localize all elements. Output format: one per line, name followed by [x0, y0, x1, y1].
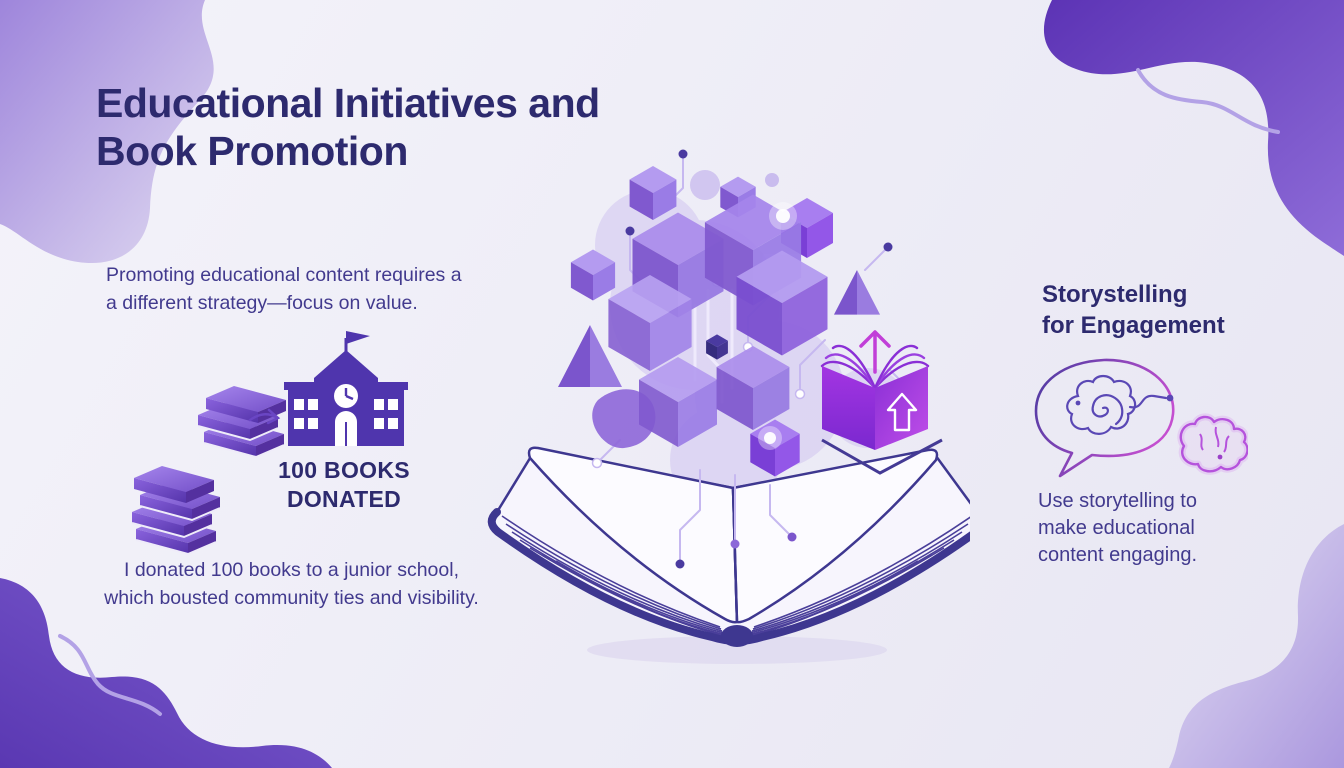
center-illustration — [487, 149, 970, 664]
blob-top-left — [0, 0, 214, 264]
dot-decor — [765, 173, 779, 187]
book-stack-icon — [131, 386, 286, 556]
story-cloud-icon — [1066, 374, 1137, 435]
donation-stat: 100 BOOKS DONATED — [234, 456, 454, 515]
page-title-line1: Educational Initiatives and — [96, 80, 600, 126]
pyramid-right — [833, 269, 881, 315]
intro-line2: a different strategy—focus on value. — [106, 292, 418, 315]
page-title-line2: Book Promotion — [96, 127, 408, 174]
blob-bottom-right — [1169, 524, 1344, 768]
pyramid-left — [558, 325, 622, 387]
donation-graphic — [131, 331, 408, 556]
stat-line2: DONATED — [286, 486, 402, 513]
dot-decor — [690, 170, 720, 200]
storytelling-graphic — [1034, 358, 1248, 478]
donation-caption-line2: which bousted community ties and visibil… — [104, 586, 479, 609]
donation-caption-line1: I donated 100 books to a junior school, — [124, 559, 459, 581]
storytelling-caption: Use storytelling to make educational con… — [1038, 488, 1197, 569]
blob-top-right — [1043, 0, 1344, 256]
storytelling-heading-line2: for Engagement — [1042, 312, 1225, 340]
blob-bottom-left — [0, 578, 332, 768]
page-fan-lines — [501, 515, 970, 638]
platform-edge — [821, 438, 943, 475]
blob-bottom-left-squiggle — [58, 634, 162, 716]
storytelling-heading: Storystelling for Engagement — [1042, 279, 1225, 341]
brain-icon — [1177, 413, 1248, 475]
book-shadow — [587, 636, 887, 664]
book-upload-icon — [820, 330, 930, 450]
speech-bubble-icon — [1034, 358, 1175, 478]
arrow-right-icon — [248, 408, 281, 425]
intro-text: Promoting educational content requires a… — [106, 261, 462, 318]
page-title: Educational Initiatives and Book Promoti… — [96, 80, 600, 176]
storytelling-caption-line1: Use storytelling to — [1038, 490, 1197, 512]
stat-line1: 100 BOOKS — [278, 457, 410, 483]
intro-line1: Promoting educational content requires a — [106, 264, 462, 286]
storytelling-caption-line3: content engaging. — [1038, 544, 1198, 566]
cover-arrow-icon — [886, 392, 918, 432]
knowledge-cubes-illustration — [570, 166, 833, 477]
school-building-icon — [284, 331, 408, 446]
spiral-icon — [1091, 394, 1124, 426]
donation-caption: I donated 100 books to a junior school, … — [84, 557, 499, 612]
storytelling-caption-line2: make educational — [1038, 517, 1195, 539]
blob-top-right-squiggle — [1136, 68, 1280, 134]
upload-arrow-icon — [859, 330, 891, 374]
storytelling-heading-line1: Storystelling — [1042, 281, 1188, 308]
